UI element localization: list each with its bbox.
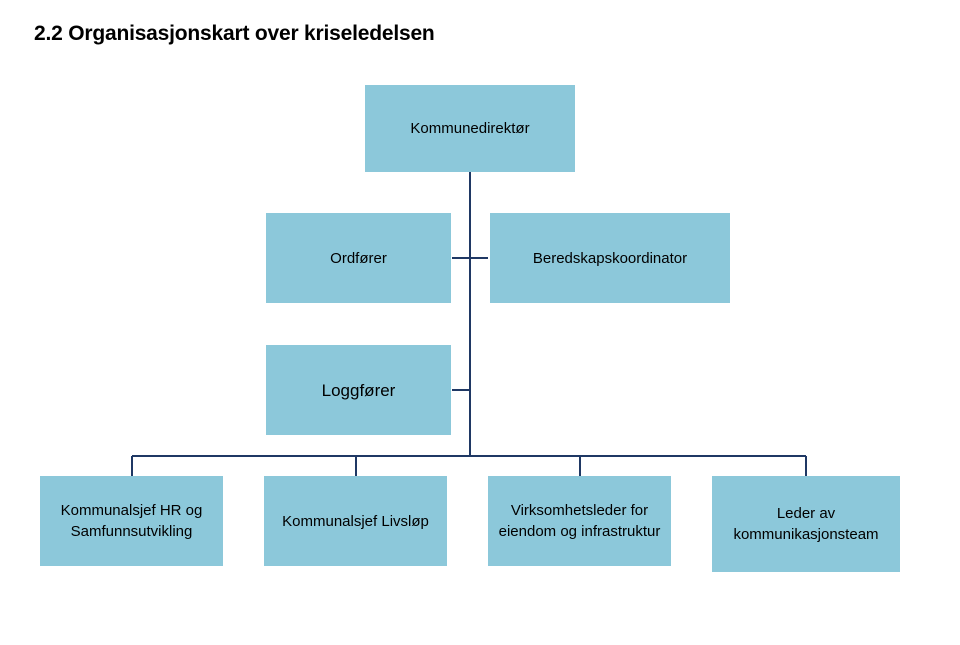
- unit-box-livslop: Kommunalsjef Livsløp: [264, 476, 447, 566]
- logger-box: Loggfører: [266, 345, 451, 435]
- unit-label: Leder av kommunikasjonsteam: [733, 505, 879, 543]
- preparedness-coordinator-label: Beredskapskoordinator: [532, 249, 688, 267]
- unit-label: Kommunalsjef HR og Samfunnsutvikling: [60, 502, 203, 540]
- logger-label: Loggfører: [321, 380, 396, 400]
- director-box: Kommunedirektør: [365, 85, 575, 172]
- unit-label: Kommunalsjef Livsløp: [282, 512, 429, 530]
- unit-box-kommunikasjon: Leder av kommunikasjonsteam: [712, 476, 900, 572]
- unit-box-hr: Kommunalsjef HR og Samfunnsutvikling: [40, 476, 223, 566]
- mayor-label: Ordfører: [330, 249, 387, 267]
- preparedness-coordinator-box: Beredskapskoordinator: [490, 213, 730, 303]
- unit-box-eiendom: Virksomhetsleder for eiendom og infrastr…: [488, 476, 671, 566]
- unit-label: Virksomhetsleder for eiendom og infrastr…: [498, 502, 661, 540]
- director-label: Kommunedirektør: [410, 120, 530, 137]
- page-title: 2.2 Organisasjonskart over kriseledelsen: [34, 22, 435, 45]
- mayor-box: Ordfører: [266, 213, 451, 303]
